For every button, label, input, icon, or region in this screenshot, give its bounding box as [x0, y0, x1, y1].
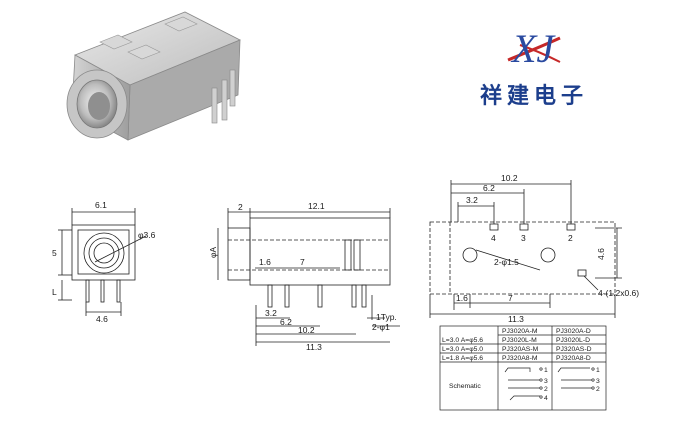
top-view — [429, 180, 622, 318]
top-overall-dim: 10.2 — [501, 173, 518, 183]
side-flange-dim: 2 — [238, 202, 243, 212]
spec-row-1-spec: L=3.0 A=φ5.6 — [442, 337, 483, 344]
sch-m-pin-4: 4 — [544, 395, 548, 402]
front-leg-dim: L — [52, 287, 57, 297]
spec-row-4-m: PJ320A8-M — [502, 355, 538, 362]
side-pin-dia: 2-φ1 — [372, 322, 390, 332]
sch-d-pin-2: 2 — [596, 386, 600, 393]
top-height-dim: 4.6 — [596, 248, 606, 260]
sch-d-pin-1: 1 — [596, 367, 600, 374]
front-width-dim: 6.1 — [95, 200, 107, 210]
front-pin-span-dim: 4.6 — [96, 314, 108, 324]
sch-m-pin-3: 3 — [544, 378, 548, 385]
front-height-dim: 5 — [52, 248, 57, 258]
top-pin-label-2: 2 — [568, 233, 573, 243]
top-span-6-2: 6.2 — [483, 183, 495, 193]
front-bore-dim: φ3.6 — [138, 230, 156, 240]
top-pin-label-4: 4 — [491, 233, 496, 243]
spec-row-1-d: PJ3020A-D — [556, 328, 591, 335]
spec-row-2-d: PJ3020L-D — [556, 337, 590, 344]
front-view — [58, 208, 147, 316]
top-bottom-1-6: 1.6 — [456, 293, 468, 303]
top-holes-dim: 2-φ1.5 — [494, 257, 519, 267]
spec-row-4-d: PJ320A8-D — [556, 355, 591, 362]
sch-m-pin-1: 1 — [544, 367, 548, 374]
top-bottom-11-3: 11.3 — [508, 314, 524, 324]
side-dim-7: 7 — [300, 257, 305, 267]
spec-row-4-spec: L=1.8 A=φ5.6 — [442, 355, 483, 362]
company-logo: XJ 祥建电子 — [480, 26, 588, 109]
top-bottom-7: 7 — [508, 293, 513, 303]
spec-row-1-m: PJ3020A-M — [502, 328, 538, 335]
company-name: 祥建电子 — [480, 83, 588, 109]
side-dim-3-2: 3.2 — [265, 308, 277, 318]
spec-row-3-d: PJ320AS-D — [556, 346, 592, 353]
sch-m-pin-2: 2 — [544, 386, 548, 393]
spec-table — [439, 325, 607, 411]
side-length-dim: 12.1 — [308, 201, 325, 211]
side-view — [217, 208, 400, 346]
spec-row-2-m: PJ3020L-M — [502, 337, 537, 344]
side-dim-1-6: 1.6 — [259, 257, 271, 267]
spec-row-3-spec: L=3.0 A=φ5.0 — [442, 346, 483, 353]
sch-d-pin-3: 3 — [596, 378, 600, 385]
top-span-3-2: 3.2 — [466, 195, 478, 205]
top-slots-dim: 4-(1.2x0.6) — [598, 288, 639, 298]
logo-letters: XJ — [510, 26, 556, 71]
side-dim-11-3: 11.3 — [306, 342, 322, 352]
product-photo — [66, 11, 241, 141]
side-dim-6-2: 6.2 — [280, 317, 292, 327]
top-pin-label-3: 3 — [521, 233, 526, 243]
side-dim-10-2: 10.2 — [298, 325, 315, 335]
side-bore-label: φA — [208, 246, 218, 258]
side-typ-dim: 1Typ. — [376, 312, 397, 322]
schematic-label: Schematic — [449, 383, 481, 390]
spec-row-3-m: PJ320AS-M — [502, 346, 539, 353]
